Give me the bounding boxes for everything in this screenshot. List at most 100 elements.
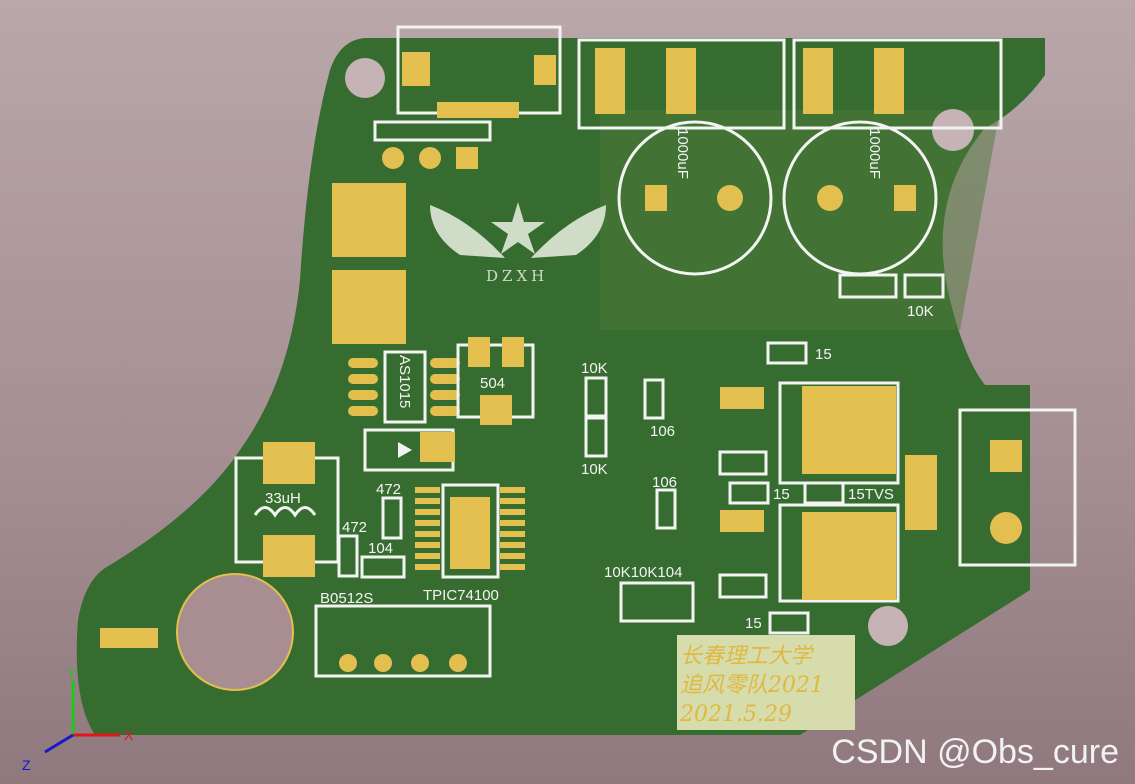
- header-outline: [373, 120, 492, 142]
- pad: [374, 654, 392, 672]
- silk-note-area: [677, 635, 855, 730]
- resistor-outline: [768, 611, 810, 635]
- ic-label: AS1015: [396, 355, 413, 408]
- watermark: CSDN @Obs_cure: [831, 733, 1119, 771]
- ic-pins: [348, 358, 460, 416]
- mounting-hole: [932, 109, 974, 151]
- pad: [720, 387, 764, 409]
- pad: [990, 440, 1022, 472]
- star-logo-icon: [491, 202, 545, 254]
- pad: [720, 510, 764, 532]
- pad: [456, 147, 478, 169]
- mounting-hole: [345, 58, 385, 98]
- diode-icon: [398, 442, 412, 458]
- inductor-icon: [253, 506, 317, 518]
- resistor-label: 10K10K104: [604, 564, 682, 581]
- resistor-outline: [584, 416, 608, 458]
- ic-pins: [415, 487, 525, 570]
- tvs-diode: [905, 455, 937, 530]
- axis-x-label: X: [124, 727, 134, 743]
- resistor-label: 15TVS: [848, 486, 894, 503]
- pad: [502, 337, 524, 367]
- cap-label: 472: [376, 481, 401, 498]
- pad: [595, 48, 625, 114]
- pad: [645, 185, 667, 211]
- pad: [534, 55, 556, 85]
- note-line: 2021.5.29: [679, 702, 792, 727]
- cap-label: 104: [368, 540, 393, 557]
- pad: [332, 270, 406, 344]
- resistor-label: 15: [773, 486, 790, 503]
- mounting-hole-large: [176, 573, 294, 691]
- resistor-label: 10K: [581, 461, 608, 478]
- led-pads: [100, 628, 158, 648]
- mounting-hole: [868, 606, 908, 646]
- ic-label: 504: [480, 375, 505, 392]
- ic-label: TPIC74100: [423, 587, 499, 604]
- connector-outline: [958, 408, 1077, 567]
- cap-outline: [643, 378, 665, 420]
- resistor-outline: [766, 341, 808, 365]
- cap-label: 1000uF: [674, 128, 691, 179]
- note-line: 长春理工大学: [680, 644, 815, 669]
- logo-text: DZXH: [486, 267, 548, 285]
- module-label: B0512S: [320, 590, 373, 607]
- resistor-label: 15: [745, 615, 762, 632]
- mosfet-outline: [778, 503, 900, 603]
- terminal-outline: [577, 38, 786, 130]
- pad: [480, 395, 512, 425]
- resistor-label: 10K: [581, 360, 608, 377]
- pad: [263, 535, 315, 577]
- module-outline: [314, 604, 492, 678]
- resistor-outline: [728, 481, 770, 505]
- resistor-label: 10K: [907, 303, 934, 320]
- cap-label: 472: [342, 519, 367, 536]
- pad: [666, 48, 696, 114]
- pad: [894, 185, 916, 211]
- resistor-label: 15: [815, 346, 832, 363]
- axis-z-label: Z: [22, 757, 31, 773]
- inductor-label: 33uH: [265, 490, 301, 507]
- resistor-outline: [584, 376, 608, 418]
- wings-logo-icon: [430, 205, 606, 258]
- cap-label: 106: [650, 423, 675, 440]
- ic-outline: [383, 350, 427, 424]
- note-line: 追风零队2021: [680, 673, 824, 698]
- pad: [990, 512, 1022, 544]
- resistor-array-outline: [619, 581, 695, 623]
- pad: [339, 654, 357, 672]
- ic-outline: [441, 483, 500, 579]
- pad: [449, 654, 467, 672]
- pad: [717, 185, 743, 211]
- axis-gizmo: Y X Z: [22, 665, 134, 773]
- pad: [802, 512, 896, 600]
- pad: [817, 185, 843, 211]
- pad: [450, 497, 490, 569]
- capacitor-outline: [617, 120, 773, 276]
- pad: [420, 432, 455, 462]
- pad: [874, 48, 904, 114]
- pad-array: [718, 573, 768, 599]
- pad: [468, 337, 490, 367]
- pad-array: [718, 450, 768, 476]
- pad: [419, 147, 441, 169]
- cap-label: 106: [652, 474, 677, 491]
- cap-outline: [655, 488, 677, 530]
- cap-outline: [381, 496, 403, 540]
- pad: [802, 386, 896, 474]
- pad: [402, 52, 430, 86]
- cap-label: 1000uF: [866, 128, 883, 179]
- pad: [411, 654, 429, 672]
- pad: [803, 48, 833, 114]
- terminal-outline: [792, 38, 1003, 130]
- pad: [382, 147, 404, 169]
- pad: [263, 442, 315, 484]
- resistor-outline: [838, 273, 898, 299]
- pad-row: [437, 102, 519, 118]
- pad: [332, 183, 406, 257]
- resistor-outline: [903, 273, 945, 299]
- cap-outline: [360, 555, 406, 579]
- mosfet-outline: [778, 381, 900, 485]
- axis-y-label: Y: [67, 665, 77, 681]
